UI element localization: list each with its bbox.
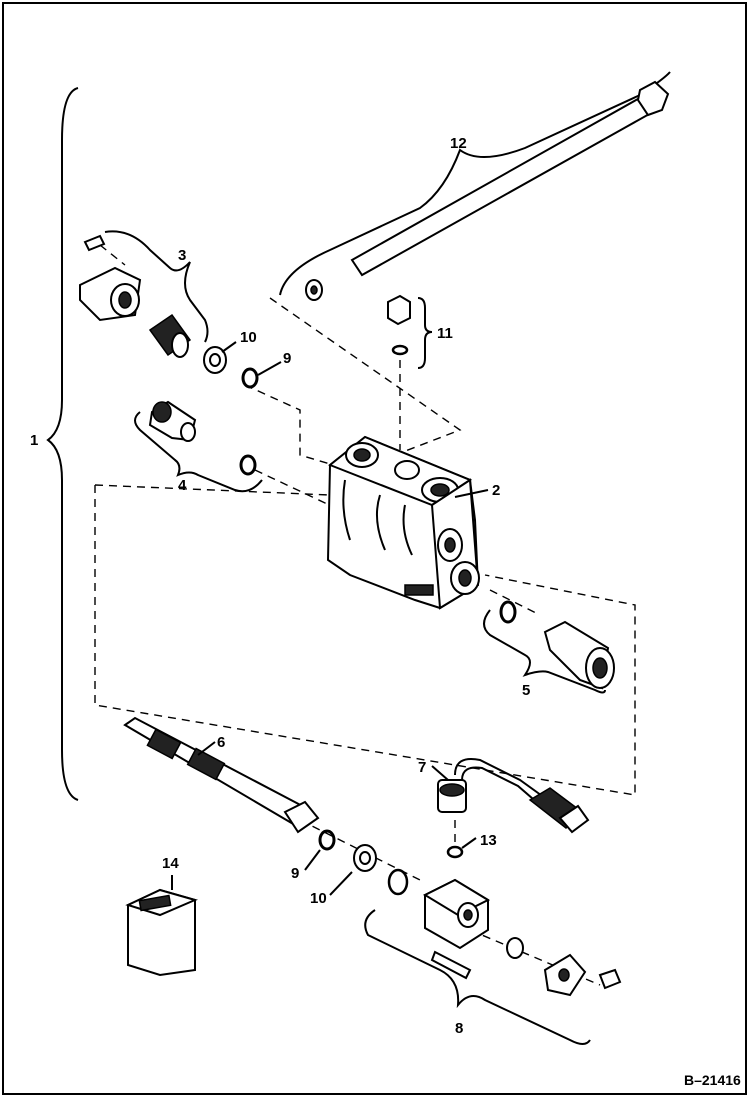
callout-14: 14 [162,855,179,872]
valve-section-body [326,435,480,610]
washer-lower [353,844,409,896]
brace-item-8 [364,909,591,1045]
brace-item-1 [46,87,79,801]
o-ring [241,367,259,389]
callout-2: 2 [492,482,500,499]
o-ring-lower [318,829,336,851]
callout-5: 5 [522,682,530,699]
callout-11: 11 [437,325,453,342]
seal-kit-box [125,888,198,977]
brace-item-4 [134,411,263,493]
callout-13: 13 [480,832,497,849]
brace-item-12 [279,71,671,296]
callout-12: 12 [450,135,467,152]
relief-valve-housing [79,266,142,322]
leader-lines [171,341,489,896]
callout-9-upper: 9 [283,350,291,367]
callout-4: 4 [178,477,187,494]
end-cap [422,878,622,997]
brace-item-5 [483,609,606,694]
callout-10-lower: 10 [310,890,327,907]
assembly-guide-lines [94,244,636,986]
relief-valve-spring [148,313,192,358]
brace-item-3 [104,230,209,343]
check-valve [148,400,257,476]
washer [203,346,227,374]
tie-rod [305,80,670,301]
callout-8: 8 [455,1020,463,1037]
brace-item-11 [417,297,433,369]
callout-7: 7 [418,759,426,776]
callout-3: 3 [178,247,186,264]
spool [123,716,320,834]
screw [83,234,106,252]
figure-id: B–21416 [684,1072,741,1088]
callout-1: 1 [30,432,38,449]
o-ring-fitting [499,600,615,690]
callout-9-lower: 9 [291,865,299,882]
sensor-switch [437,758,590,859]
plug [387,294,411,356]
callout-6: 6 [217,734,225,751]
callout-10-upper: 10 [240,329,257,346]
